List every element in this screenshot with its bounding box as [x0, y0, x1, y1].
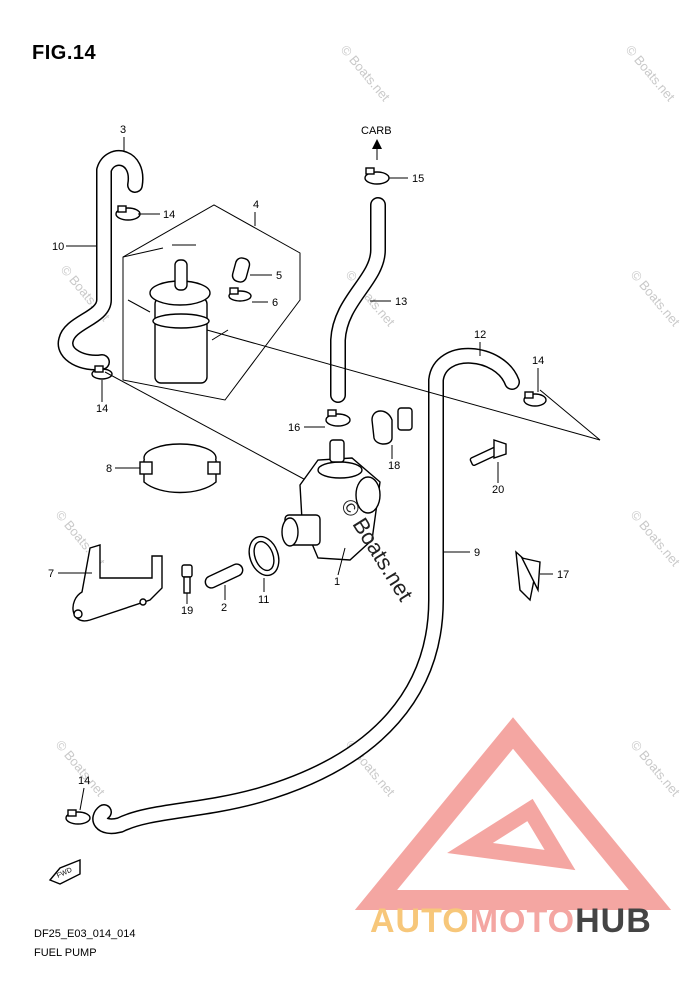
brand-logo	[354, 717, 672, 910]
pump-bracket-band	[139, 443, 221, 494]
callout-label: 10	[52, 241, 64, 253]
hose-clip	[228, 287, 252, 302]
watermark-text: © Boats.net	[628, 507, 684, 569]
fuel-pump	[281, 439, 381, 561]
hose-clip-bracket	[515, 550, 541, 602]
watermark-text: © Boats.net	[53, 737, 109, 799]
o-ring	[248, 535, 280, 577]
watermark-text: © Boats.net	[623, 42, 679, 104]
callout-label: 19	[181, 605, 193, 617]
figure-title: FIG.14	[32, 42, 97, 64]
hose-clip	[325, 409, 351, 427]
watermark-text: © Boats.net	[338, 42, 394, 104]
callout-label: 1	[334, 576, 340, 588]
callout-label: 15	[412, 173, 424, 185]
fuel-hose-carb	[330, 197, 386, 403]
hose-clip	[115, 205, 141, 221]
callout-label: 14	[532, 355, 544, 367]
brand-part-hub: HUB	[575, 902, 652, 940]
hose-clip	[65, 809, 91, 825]
brand-part-moto: MOTO	[469, 902, 576, 940]
bolt	[469, 439, 507, 467]
callout-label: 4	[253, 199, 259, 211]
callout-label: 6	[272, 297, 278, 309]
callout-label: 13	[395, 296, 407, 308]
callout-label: 14	[163, 209, 175, 221]
hose-clip	[523, 391, 547, 407]
callout-label: 20	[492, 484, 504, 496]
dowel-pin	[204, 563, 244, 589]
callout-label: 14	[96, 403, 108, 415]
hose-clip	[91, 365, 113, 380]
fwd-arrow-icon: FWD	[48, 858, 81, 885]
carb-direction-arrow	[372, 139, 382, 160]
callout-label: 8	[106, 463, 112, 475]
callout-label: 14	[78, 775, 90, 787]
hose-clip-bracket	[371, 407, 413, 445]
carb-label: CARB	[361, 125, 392, 137]
watermark-text: © Boats.net	[628, 737, 684, 799]
fuel-filter	[127, 259, 229, 384]
brand-part-auto: AUTO	[370, 902, 470, 940]
callout-label: 2	[221, 602, 227, 614]
callout-label: 3	[120, 124, 126, 136]
callout-label: 17	[557, 569, 569, 581]
fuel-filter-kit-outline	[122, 204, 301, 401]
fuel-hose-main	[92, 347, 520, 835]
callout-label: 12	[474, 329, 486, 341]
hose-clip	[364, 167, 390, 185]
bolt	[181, 564, 193, 594]
short-hose	[231, 257, 251, 283]
diagram-name: FUEL PUMP	[34, 947, 97, 959]
watermark-layer: © Boats.net © Boats.net © Boats.net © Bo…	[53, 42, 684, 799]
callout-label: 9	[474, 547, 480, 559]
callout-label: 18	[388, 460, 400, 472]
callout-label: 5	[276, 270, 282, 282]
diagram-code: DF25_E03_014_014	[34, 928, 136, 940]
watermark-text: © Boats.net	[628, 267, 684, 329]
callout-label: 11	[258, 594, 269, 606]
brand-wordmark: AUTOMOTOHUB	[370, 902, 652, 941]
callouts: 1 2 3 4 5 6 7 8 9 10 11 12 13 14 14 14 1…	[48, 124, 569, 811]
mounting-bracket	[72, 544, 163, 622]
leader-lines	[104, 329, 601, 486]
fuel-hose-left	[57, 150, 144, 371]
callout-label: 7	[48, 568, 54, 580]
callout-label: 16	[288, 422, 300, 434]
